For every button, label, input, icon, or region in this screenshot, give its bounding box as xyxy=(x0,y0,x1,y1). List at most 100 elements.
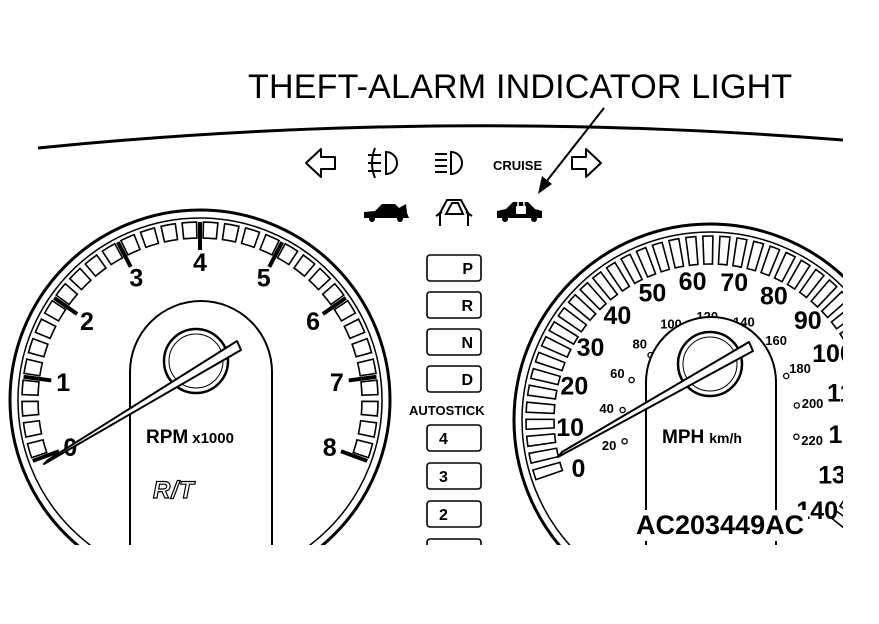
cluster-contour xyxy=(37,124,843,150)
tachometer-scale-segment xyxy=(22,419,43,439)
kmh-dot xyxy=(621,438,628,445)
speedometer-scale-segment xyxy=(798,268,825,299)
tachometer-major-tick xyxy=(340,449,368,463)
speedometer-scale-segment xyxy=(557,306,588,333)
speedometer-scale-segment xyxy=(862,445,879,459)
speedometer-mph-number: 100 xyxy=(812,340,854,368)
speedometer-scale-segment xyxy=(786,259,812,291)
tachometer-number: 7 xyxy=(330,369,344,397)
speedometer-scale-segment xyxy=(701,235,714,265)
tachometer-number: 1 xyxy=(56,369,70,397)
speedometer-scale-segment xyxy=(866,415,879,425)
tachometer-scale-segment xyxy=(333,299,357,322)
speedometer-scale-segment xyxy=(854,473,879,492)
tachometer-scale-segment xyxy=(68,267,92,291)
speedometer-scale-segment xyxy=(865,430,879,442)
kmh-dot xyxy=(782,372,790,380)
tachometer-scale-segment xyxy=(119,233,142,256)
tachometer-scale-segment xyxy=(23,358,44,377)
speedometer-scale-segment xyxy=(746,240,765,272)
speedometer-kmh-number: 60 xyxy=(610,366,624,381)
tachometer-number: 8 xyxy=(323,434,337,462)
speedometer-scale-segment xyxy=(578,281,608,311)
speedometer-scale-segment xyxy=(820,290,843,319)
trunk-ajar-icon xyxy=(364,204,409,222)
tachometer-number: 2 xyxy=(80,308,94,336)
tachometer-major-tick xyxy=(53,296,79,316)
tachometer-scale-segment xyxy=(202,221,219,240)
tachometer-scale-segment xyxy=(181,221,198,240)
gear-label: R xyxy=(461,298,473,315)
turn-right-arrow-icon xyxy=(571,148,602,178)
speedometer-kmh-number: 180 xyxy=(789,361,811,376)
tachometer-number: 5 xyxy=(257,265,271,293)
high-beam-icon xyxy=(435,150,463,176)
tachometer-scale-segment xyxy=(258,233,281,256)
tachometer-scale-segment xyxy=(21,400,40,417)
tachometer-scale-segment xyxy=(357,419,378,439)
gear-label: 3 xyxy=(439,469,448,486)
tachometer-scale xyxy=(21,221,379,463)
speedometer-scale-segment xyxy=(830,311,843,330)
speedometer-scale-segment xyxy=(865,398,879,410)
speedometer-kmh-number: 160 xyxy=(765,333,787,348)
gear-box xyxy=(426,500,482,528)
tachometer-scale-segment xyxy=(160,222,179,243)
tachometer-scale-segment xyxy=(360,379,379,396)
speedometer-scale-segment xyxy=(526,384,558,400)
gear-box xyxy=(426,328,482,356)
speedometer-scale-segment xyxy=(531,461,564,481)
tachometer-number: 6 xyxy=(306,308,320,336)
speedometer-kmh-number: 20 xyxy=(602,438,616,453)
speedometer-scale-segment xyxy=(838,499,843,510)
speedometer-mph-number: 90 xyxy=(794,307,822,335)
speedometer-scale-segment xyxy=(525,418,556,431)
tachometer-scale-segment xyxy=(101,242,124,266)
tachometer-major-tick xyxy=(23,374,52,383)
theft-alarm-callout-label: THEFT-ALARM INDICATOR LIGHT xyxy=(248,68,793,106)
tachometer-major-tick xyxy=(321,296,347,316)
tachometer-scale-segment xyxy=(308,267,332,291)
speedometer-scale-segment xyxy=(760,245,781,277)
speedometer-scale-segment xyxy=(684,235,699,267)
tachometer-number: 3 xyxy=(129,265,143,293)
tachometer-scale-segment xyxy=(84,253,108,278)
speedometer-mph-number: 10 xyxy=(556,414,584,442)
speedometer-kmh-number: 200 xyxy=(802,396,824,411)
callout-leader xyxy=(538,107,605,194)
autostick-label: AUTOSTICK xyxy=(409,403,485,418)
gear-box xyxy=(426,254,482,282)
speedometer-scale-segment xyxy=(651,241,671,273)
speedometer-kmh-number: 80 xyxy=(633,336,647,351)
tachometer-scale-segment xyxy=(360,400,379,417)
speedometer-scale-segment xyxy=(810,278,838,309)
speedometer-scale-segment xyxy=(731,237,748,269)
gear-box xyxy=(426,365,482,393)
tachometer-scale-segment xyxy=(221,222,240,243)
speedometer-kmh-number: 40 xyxy=(599,401,613,416)
tachometer-major-tick xyxy=(267,241,284,268)
tachometer-needle xyxy=(43,340,242,465)
speedometer-mph-number: 130 xyxy=(818,461,860,489)
speedometer-scale-segment xyxy=(529,367,562,386)
speedometer-mph-number: 60 xyxy=(679,268,707,296)
tachometer-scale-segment xyxy=(292,253,316,278)
speedometer-mph-number: 0 xyxy=(571,455,585,483)
tachometer-scale-segment xyxy=(356,358,377,377)
speedometer-scale-segment xyxy=(548,320,580,346)
tachometer-scale-segment xyxy=(343,318,366,340)
kmh-dot xyxy=(793,402,801,409)
gear-box xyxy=(426,538,482,545)
kmh-dot xyxy=(793,433,800,441)
figure-id: AC203449AC xyxy=(632,510,809,541)
speedometer-mph-number: 80 xyxy=(760,282,788,310)
speedometer-scale-segment xyxy=(534,351,566,372)
rt-badge: R/T xyxy=(153,477,196,504)
speedometer-scale xyxy=(525,235,879,529)
speedometer-scale-segment xyxy=(591,270,619,301)
front-fog-light-icon xyxy=(368,147,398,179)
tachometer-scale-segment xyxy=(240,226,261,249)
